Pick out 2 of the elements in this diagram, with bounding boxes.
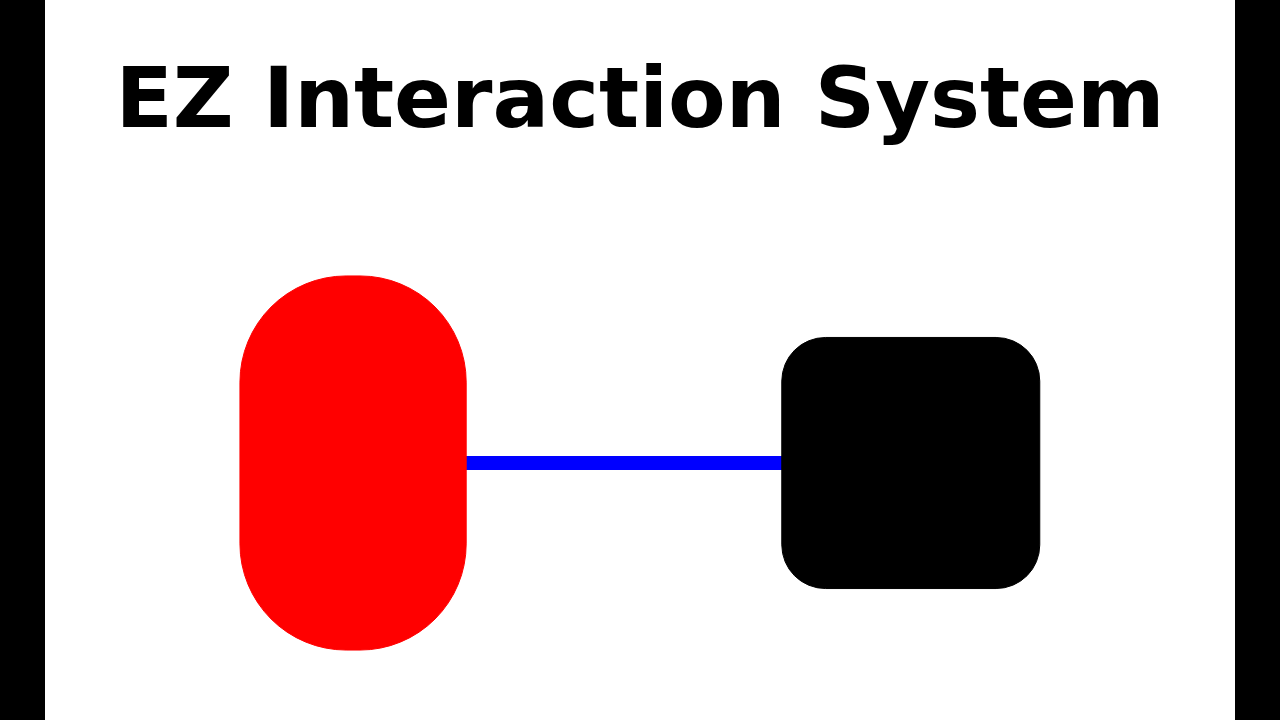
node-box: [781, 336, 1041, 590]
title: EZ Interaction System: [114, 48, 1166, 149]
